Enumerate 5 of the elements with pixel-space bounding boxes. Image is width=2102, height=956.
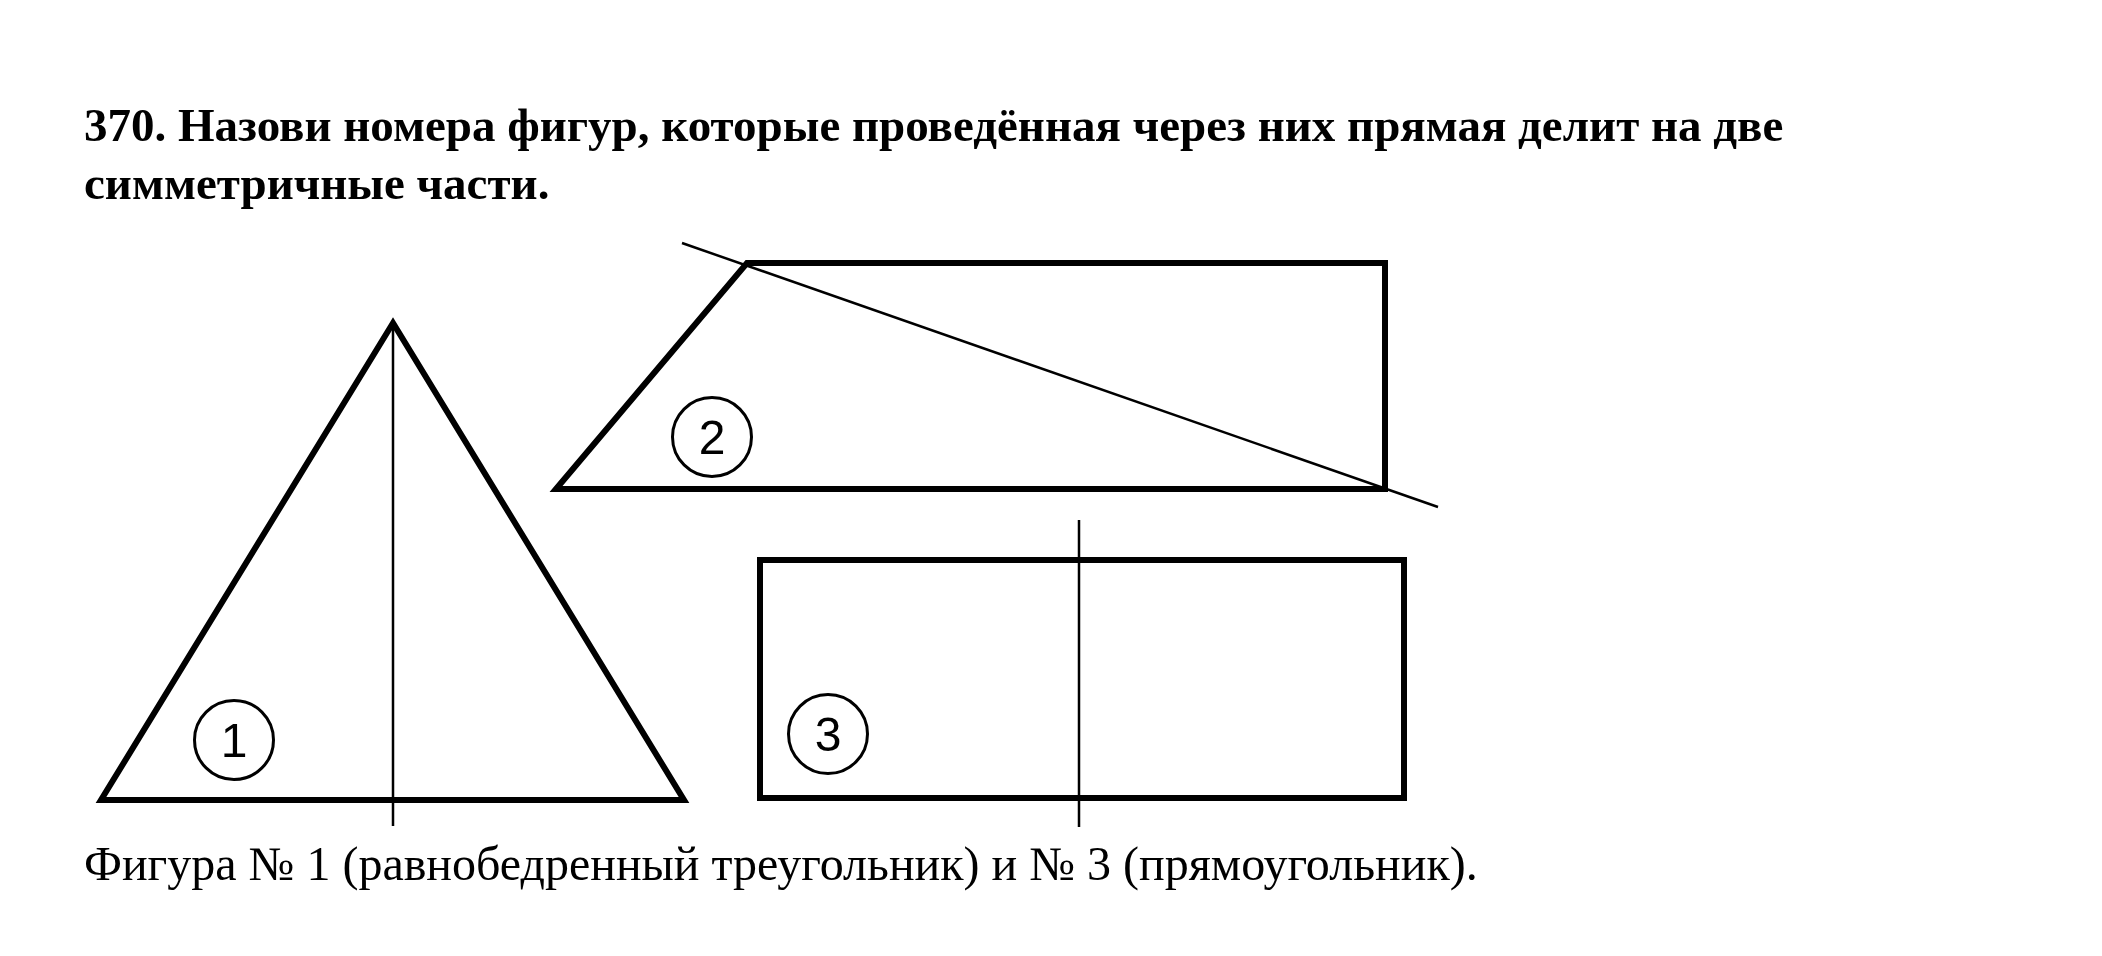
answer-text: Фигура № 1 (равнобедренный треугольник) и № 3 (прямоугольник). xyxy=(84,836,1478,893)
circled-number: 2 xyxy=(671,396,753,478)
task-heading: 370. Назови номера фигур, которые проведённая через них прямая делит на две симметричные части. xyxy=(84,98,1785,211)
circled-number: 3 xyxy=(787,693,869,775)
circled-number: 1 xyxy=(193,699,275,781)
